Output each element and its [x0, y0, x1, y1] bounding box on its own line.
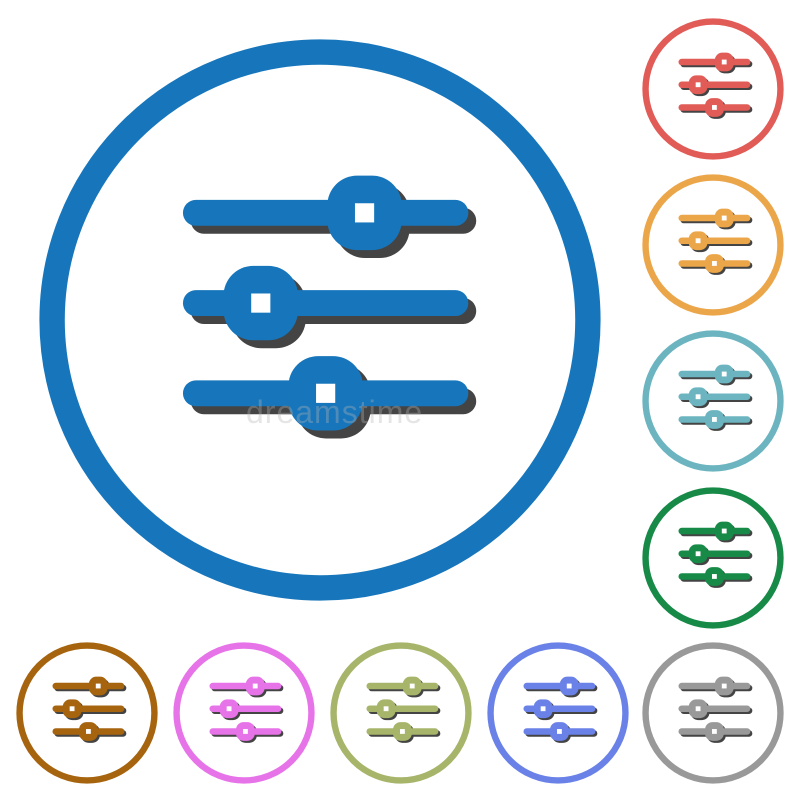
- equalizer-icon-orange-slider-knob-hole-2: [695, 238, 701, 244]
- equalizer-icon-gray: [642, 642, 784, 784]
- equalizer-icon-blue-slider-knob-hole-1: [566, 683, 572, 689]
- main-slider-3: [182, 356, 469, 431]
- equalizer-icon-green-slider-3: [678, 567, 751, 586]
- equalizer-icon-orange-slider-knob-hole-1: [721, 215, 727, 221]
- equalizer-icon-pink-slider-2: [209, 699, 282, 719]
- equalizer-icon-gray-slider-2: [678, 699, 751, 719]
- equalizer-icon-blue-slider-1: [523, 676, 596, 696]
- equalizer-icon-green-slider-2: [678, 544, 751, 564]
- watermark: dreamstime: [246, 394, 424, 430]
- equalizer-icon-orange: [642, 174, 784, 316]
- equalizer-icon-brown-slider-knob-hole-3: [86, 729, 91, 734]
- equalizer-icon-olive-slider-2: [366, 699, 439, 719]
- equalizer-icon-orange-svg: [642, 174, 784, 316]
- equalizer-icon-teal: [642, 330, 784, 472]
- equalizer-icon-red-svg: [642, 18, 784, 160]
- equalizer-icon-gray-svg: [642, 642, 784, 784]
- equalizer-icon-green-slider-knob-hole-3: [712, 574, 717, 579]
- equalizer-icon-gray-slider-1: [678, 676, 751, 696]
- equalizer-icon-olive-slider-knob-hole-1: [409, 683, 415, 689]
- equalizer-icon-blue-slider-knob-hole-3: [557, 729, 562, 734]
- equalizer-icon-red-slider-2: [678, 75, 751, 95]
- equalizer-icon-gray-slider-knob-hole-1: [721, 683, 727, 689]
- equalizer-icon-green-slider-knob-hole-2: [695, 551, 701, 557]
- equalizer-icon-teal-slider-knob-hole-1: [721, 371, 727, 377]
- equalizer-icon-olive: [330, 642, 472, 784]
- equalizer-icon-brown-slider-1: [52, 676, 125, 696]
- equalizer-icon-pink: [173, 642, 315, 784]
- equalizer-icon-large: [38, 38, 602, 602]
- equalizer-icon-brown-slider-knob-hole-1: [95, 683, 101, 689]
- main-slider-knob-hole-2: [251, 293, 271, 313]
- equalizer-icon-blue-svg: [487, 642, 629, 784]
- equalizer-icon-red-slider-3: [678, 98, 751, 117]
- equalizer-icon-teal-slider-knob-hole-3: [712, 417, 717, 422]
- equalizer-icon-red-slider-1: [678, 52, 751, 72]
- main-svg: [39, 39, 601, 601]
- equalizer-icon-gray-slider-3: [678, 722, 751, 741]
- equalizer-icon-teal-slider-knob-hole-2: [695, 394, 701, 400]
- equalizer-icon-gray-slider-knob-hole-3: [712, 729, 717, 734]
- equalizer-icon-blue-slider-knob-hole-2: [540, 706, 546, 712]
- equalizer-icon-olive-slider-knob-hole-3: [400, 729, 405, 734]
- equalizer-icon-blue: [487, 642, 629, 784]
- equalizer-icon-green: [642, 487, 784, 629]
- equalizer-icon-olive-slider-1: [366, 676, 439, 696]
- main-slider-knob-hole-3: [316, 383, 336, 403]
- equalizer-icon-pink-slider-3: [209, 722, 282, 741]
- equalizer-icon-orange-slider-knob-hole-3: [712, 261, 717, 266]
- equalizer-icon-green-svg: [642, 487, 784, 629]
- equalizer-icon-teal-svg: [642, 330, 784, 472]
- equalizer-icon-pink-svg: [173, 642, 315, 784]
- equalizer-icon-teal-slider-3: [678, 410, 751, 429]
- main-slider-2: [182, 265, 469, 341]
- equalizer-icon-pink-slider-knob-hole-1: [252, 683, 258, 689]
- equalizer-icon-teal-slider-2: [678, 387, 751, 407]
- equalizer-icon-orange-slider-2: [678, 231, 751, 251]
- equalizer-icon-gray-slider-knob-hole-2: [695, 706, 701, 712]
- equalizer-icon-green-slider-knob-hole-1: [721, 528, 727, 534]
- equalizer-icon-brown-slider-3: [52, 722, 125, 741]
- equalizer-icon-pink-slider-knob-hole-3: [243, 729, 248, 734]
- equalizer-icon-olive-slider-knob-hole-2: [383, 706, 389, 712]
- equalizer-icon-teal-slider-1: [678, 364, 751, 384]
- equalizer-icon-orange-slider-3: [678, 254, 751, 273]
- main-slider-knob-hole-1: [354, 203, 375, 223]
- equalizer-icon-orange-slider-1: [678, 208, 751, 228]
- equalizer-icon-red-slider-knob-hole-2: [695, 82, 701, 88]
- equalizer-icon-red-slider-knob-hole-3: [712, 105, 717, 110]
- equalizer-icon-blue-slider-2: [523, 699, 596, 719]
- equalizer-icon-pink-slider-knob-hole-2: [226, 706, 232, 712]
- equalizer-icon-red: [642, 18, 784, 160]
- equalizer-icon-blue-slider-3: [523, 722, 596, 741]
- equalizer-icon-brown-slider-knob-hole-2: [69, 706, 75, 712]
- equalizer-icon-olive-slider-3: [366, 722, 439, 741]
- equalizer-icon-pink-slider-1: [209, 676, 282, 696]
- equalizer-icon-green-slider-1: [678, 521, 751, 541]
- main-slider-1: [182, 175, 469, 251]
- equalizer-icon-red-slider-knob-hole-1: [721, 59, 727, 65]
- equalizer-icon-olive-svg: [330, 642, 472, 784]
- equalizer-icon-brown-svg: [16, 642, 158, 784]
- equalizer-icon-brown-slider-2: [52, 699, 125, 719]
- equalizer-icon-brown: [16, 642, 158, 784]
